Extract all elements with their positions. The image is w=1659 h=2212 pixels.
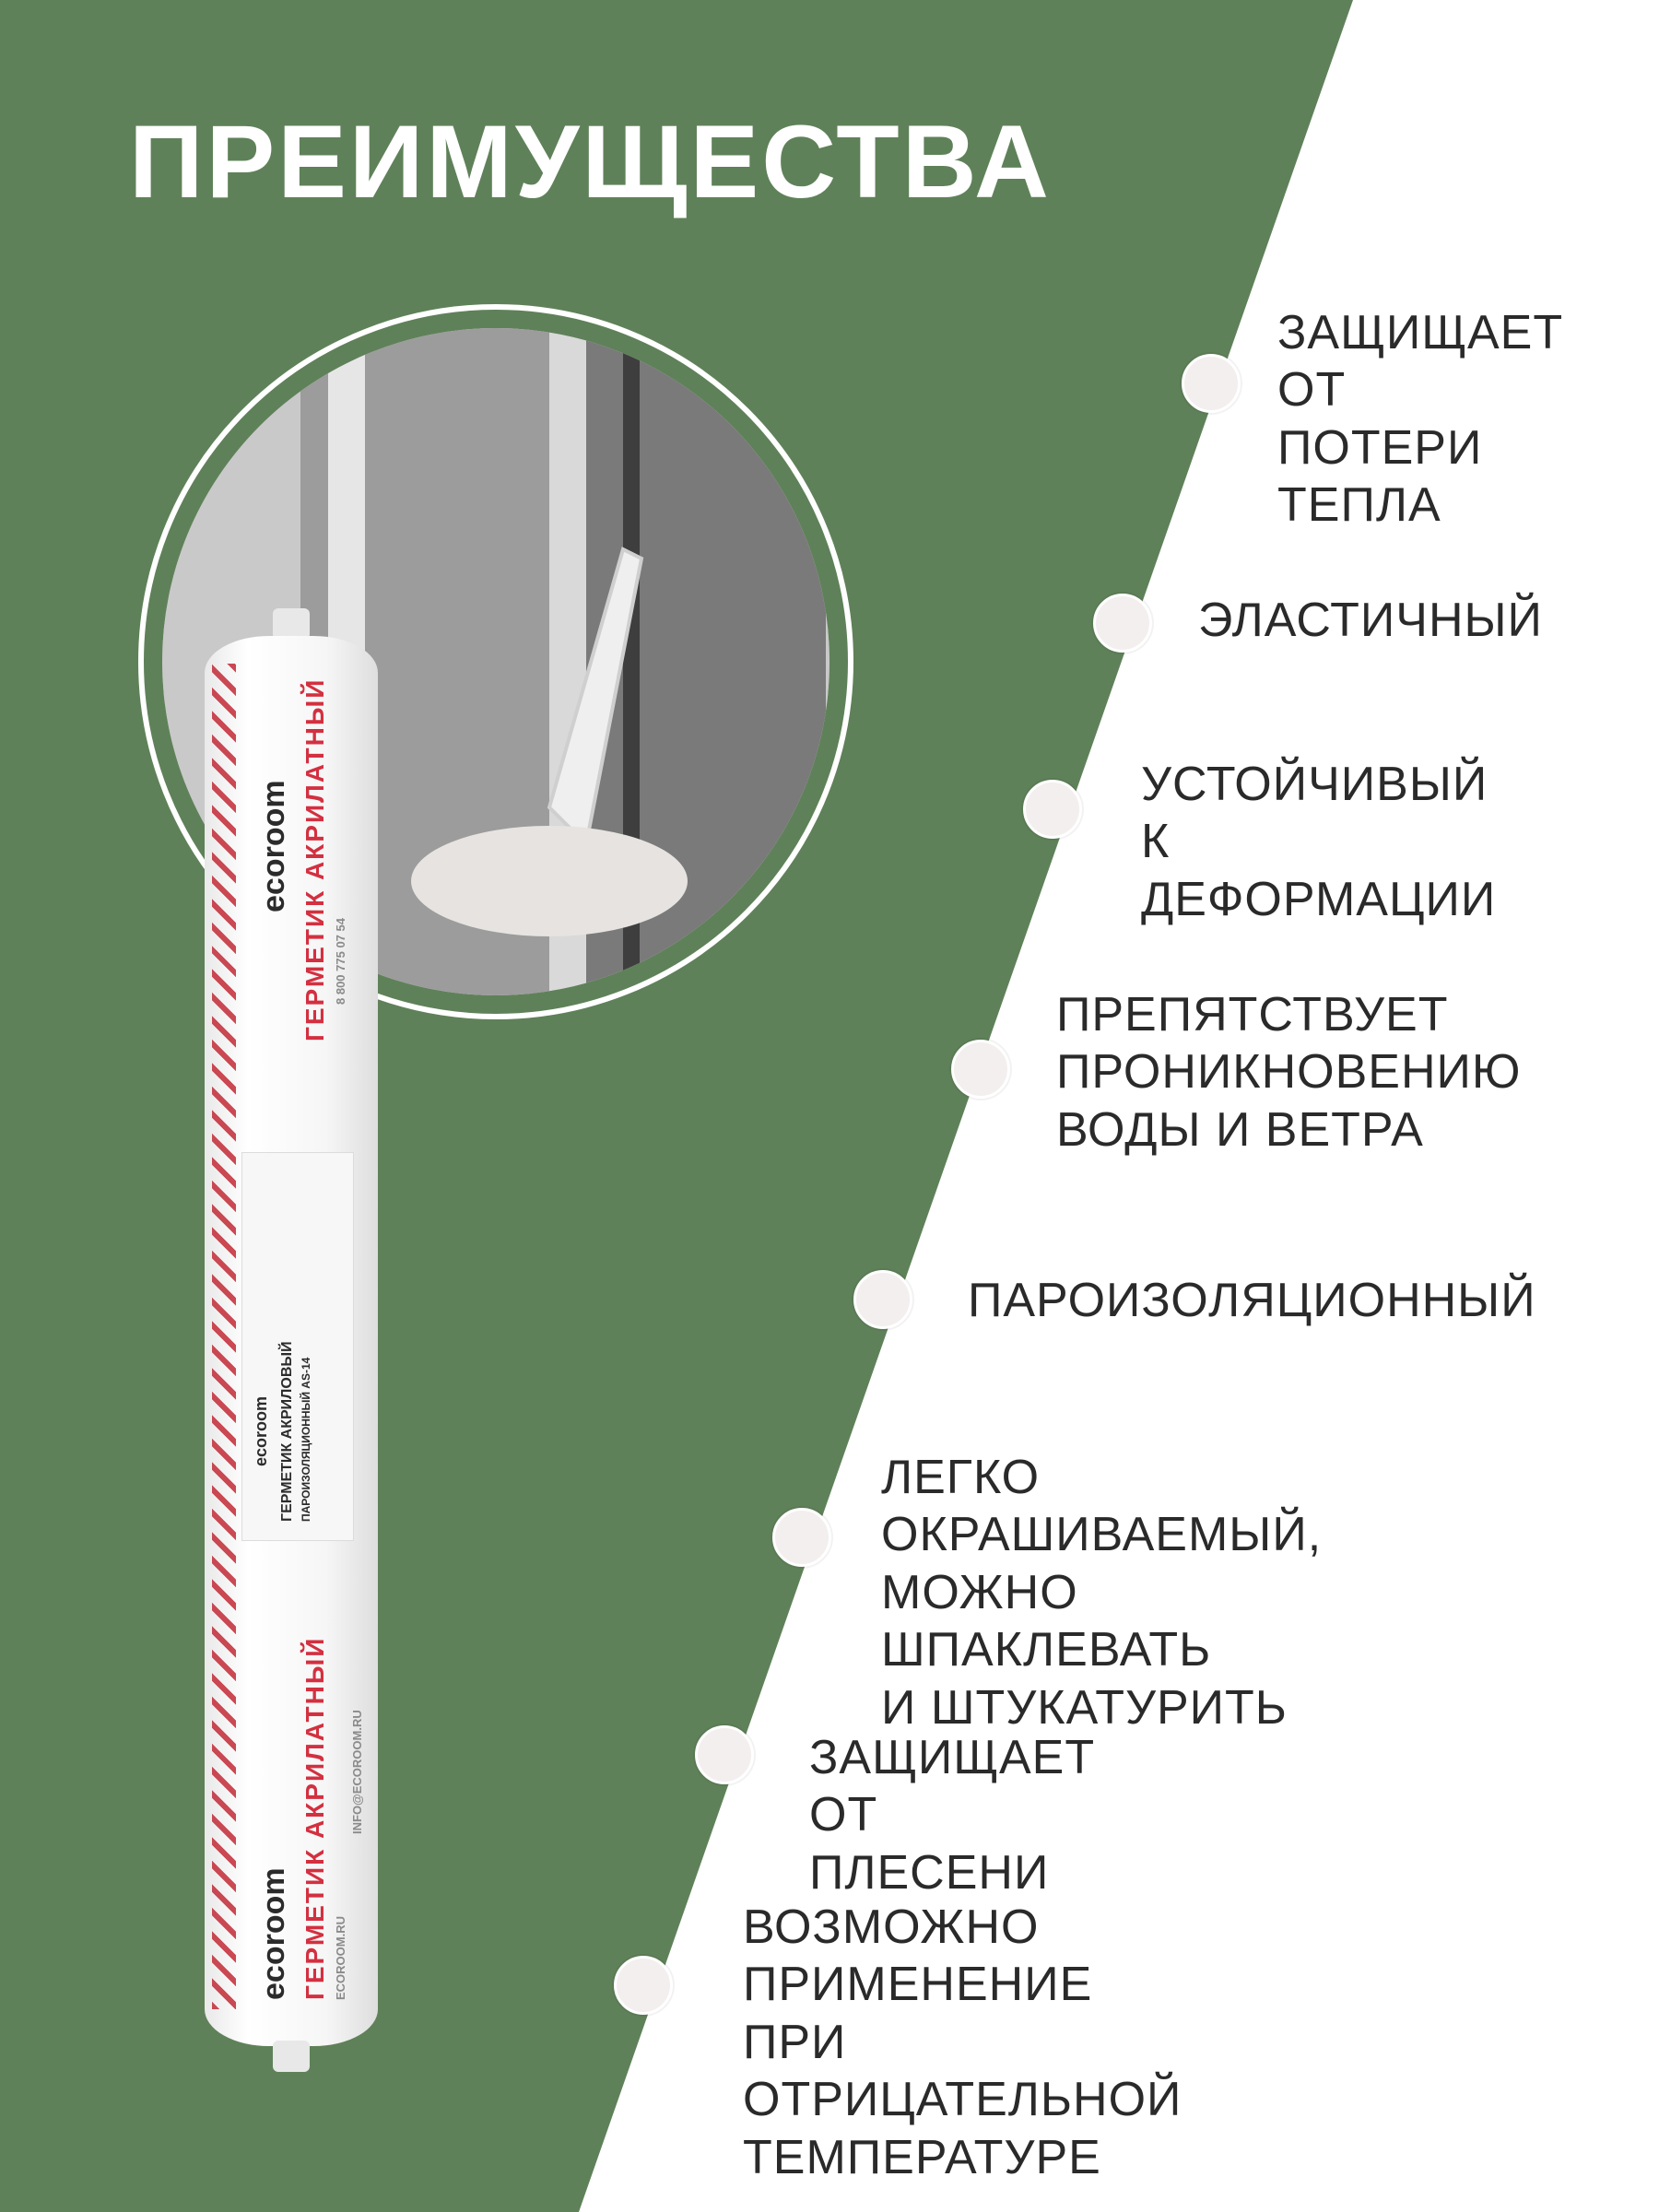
tube-bottom-cap: [273, 2041, 310, 2072]
tube-label-panel: ecoroom ГЕРМЕТИК АКРИЛОВЫЙ ПАРОИЗОЛЯЦИОН…: [241, 1152, 354, 1541]
tube-stripe-pattern: [212, 664, 236, 2009]
feature-text: ПАРОИЗОЛЯЦИОННЫЙ: [968, 1274, 1536, 1327]
feature-text: ЗАЩИЩАЕТ ОТ ПЛЕСЕНИ: [809, 1731, 1096, 1900]
tube-email: INFO@ECOROOM.RU: [350, 1710, 364, 1834]
tube-brand-1: ecoroom: [256, 780, 291, 912]
tube-website: ECOROOM.RU: [334, 1916, 347, 2000]
feature-text: УСТОЙЧИВЫЙ К ДЕФОРМАЦИИ: [1141, 758, 1497, 926]
page-title: ПРЕИМУЩЕСТВА: [129, 104, 1052, 219]
tube-brand-2: ecoroom: [256, 1867, 291, 2000]
tube-top-cap: [273, 608, 310, 640]
tube-name-2: ГЕРМЕТИК АКРИЛАТНЫЙ: [300, 1636, 329, 2000]
label-brand: ecoroom: [252, 1395, 270, 1466]
bullet-dot: [614, 1956, 673, 2015]
bullet-dot: [853, 1270, 912, 1329]
label-subtitle: ПАРОИЗОЛЯЦИОННЫЙ АS-14: [300, 1357, 312, 1522]
tube-phone-1: 8 800 775 07 54: [334, 918, 347, 1005]
bullet-dot: [772, 1508, 831, 1567]
sealant-tube: ecoroom ГЕРМЕТИК АКРИЛАТНЫЙ 8 800 775 07…: [205, 636, 378, 2046]
feature-text: ЭЛАСТИЧНЫЙ: [1198, 594, 1543, 647]
bullet-dot: [951, 1040, 1010, 1099]
feature-text: ЛЕГКО ОКРАШИВАЕМЫЙ, МОЖНО ШПАКЛЕВАТЬ И Ш…: [881, 1451, 1323, 1735]
bullet-dot: [1023, 780, 1082, 839]
tube-name-1: ГЕРМЕТИК АКРИЛАТНЫЙ: [300, 677, 329, 1041]
photo-ring: [138, 304, 853, 1019]
application-photo: [162, 328, 830, 995]
feature-text: ЗАЩИЩАЕТ ОТ ПОТЕРИ ТЕПЛА: [1277, 306, 1564, 533]
bullet-dot: [695, 1725, 754, 1784]
label-title: ГЕРМЕТИК АКРИЛОВЫЙ: [279, 1341, 295, 1522]
feature-text: ВОЗМОЖНО ПРИМЕНЕНИЕ ПРИ ОТРИЦАТЕЛЬНОЙ ТЕ…: [743, 1900, 1182, 2184]
bullet-dot: [1093, 594, 1152, 653]
feature-text: ПРЕПЯТСТВУЕТ ПРОНИКНОВЕНИЮ ВОДЫ И ВЕТРА: [1056, 988, 1522, 1157]
bullet-dot: [1182, 354, 1241, 413]
